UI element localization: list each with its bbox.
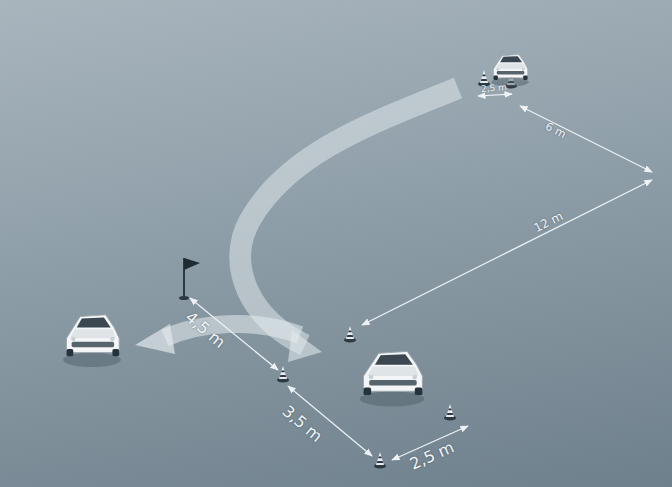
dimension-label: 3,5 m xyxy=(279,403,325,445)
dimension-label: 2,5 m xyxy=(408,439,457,472)
dimension-label: 12 m xyxy=(532,210,565,235)
dimension-label: 6 m xyxy=(544,120,568,139)
dimension-label: 2,5 m xyxy=(481,83,508,94)
